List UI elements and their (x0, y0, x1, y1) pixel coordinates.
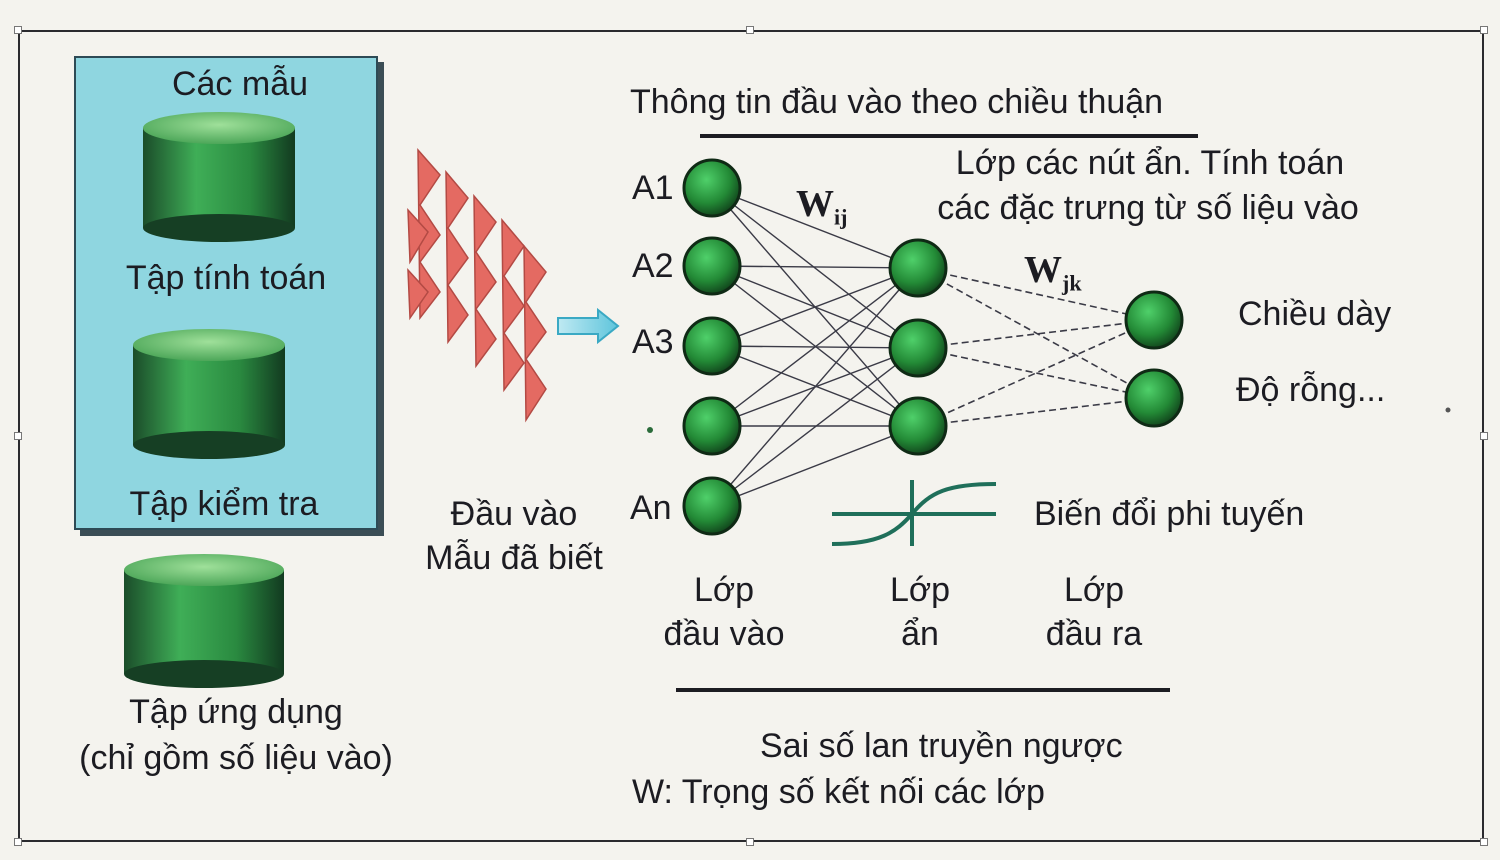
weight-subscript: jk (1062, 270, 1082, 296)
hidden-node (888, 238, 948, 298)
input-node (682, 316, 742, 376)
input-node-label: A2 (632, 247, 674, 285)
hidden-node (888, 396, 948, 456)
input-node (682, 236, 742, 296)
input-layer-label: Lớp (693, 571, 755, 609)
selection-handle[interactable] (1480, 432, 1488, 440)
weight-symbol: W (796, 183, 834, 225)
input-caption-line2: Mẫu đã biết (425, 539, 603, 577)
hidden-output-connections (917, 267, 1155, 427)
selection-handle[interactable] (14, 838, 22, 846)
input-node-label: An (630, 489, 672, 527)
input-node-label: A3 (632, 323, 674, 361)
hidden-desc-line1: Lớp các nút ẩn. Tính toán (955, 144, 1345, 182)
weight-subscript: ij (834, 204, 848, 230)
input-node (682, 476, 742, 536)
nonlinear-label: Biến đổi phi tuyến (1034, 495, 1305, 533)
output-node (1124, 290, 1184, 350)
hidden-node (888, 318, 948, 378)
hidden-layer-label: ẩn (901, 615, 939, 653)
input-pattern-graphic (407, 147, 547, 423)
selection-handle[interactable] (1480, 838, 1488, 846)
weight-symbol: W (1024, 249, 1062, 291)
output-label: Độ rỗng... (1236, 371, 1386, 409)
hidden-layer-nodes (888, 238, 948, 456)
sigmoid-icon (831, 480, 997, 546)
input-node-label: A1 (632, 169, 674, 207)
application-set-note: (chỉ gồm số liệu vào) (79, 739, 393, 777)
weight-note: W: Trọng số kết nối các lớp (632, 773, 1045, 811)
output-layer-label: đầu ra (1045, 615, 1143, 653)
weight-label-wij: Wij (796, 184, 847, 238)
samples-title: Các mẫu (171, 65, 309, 103)
hidden-desc-line2: các đặc trưng từ số liệu vào (937, 189, 1359, 227)
ellipsis-dot (647, 427, 653, 433)
input-node (682, 396, 742, 456)
input-node (682, 158, 742, 218)
selection-handle[interactable] (14, 26, 22, 34)
selection-handle[interactable] (746, 26, 754, 34)
selection-handle[interactable] (14, 432, 22, 440)
input-layer-nodes (682, 158, 742, 536)
backprop-label: Sai số lan truyền ngược (760, 727, 1123, 765)
selection-handle[interactable] (746, 838, 754, 846)
application-set-label: Tập ứng dụng (129, 693, 343, 731)
training-set-cylinder (143, 112, 295, 242)
output-layer-nodes (1124, 290, 1184, 428)
input-caption-line1: Đầu vào (450, 495, 578, 533)
test-set-label: Tập kiểm tra (129, 485, 319, 523)
training-set-label: Tập tính toán (125, 259, 327, 297)
output-layer-label: Lớp (1063, 571, 1125, 609)
input-hidden-connections (711, 187, 919, 507)
selection-handle[interactable] (1480, 26, 1488, 34)
input-layer-label: đầu vào (663, 615, 785, 653)
test-set-cylinder (133, 329, 285, 459)
hidden-layer-label: Lớp (889, 571, 951, 609)
ellipsis-dot (1445, 407, 1451, 413)
application-set-cylinder (124, 554, 284, 688)
output-label: Chiều dày (1238, 295, 1392, 333)
input-arrow (557, 307, 620, 345)
weight-label-wjk: Wjk (1024, 250, 1082, 304)
output-node (1124, 368, 1184, 428)
forward-label: Thông tin đầu vào theo chiều thuận (630, 83, 1164, 121)
